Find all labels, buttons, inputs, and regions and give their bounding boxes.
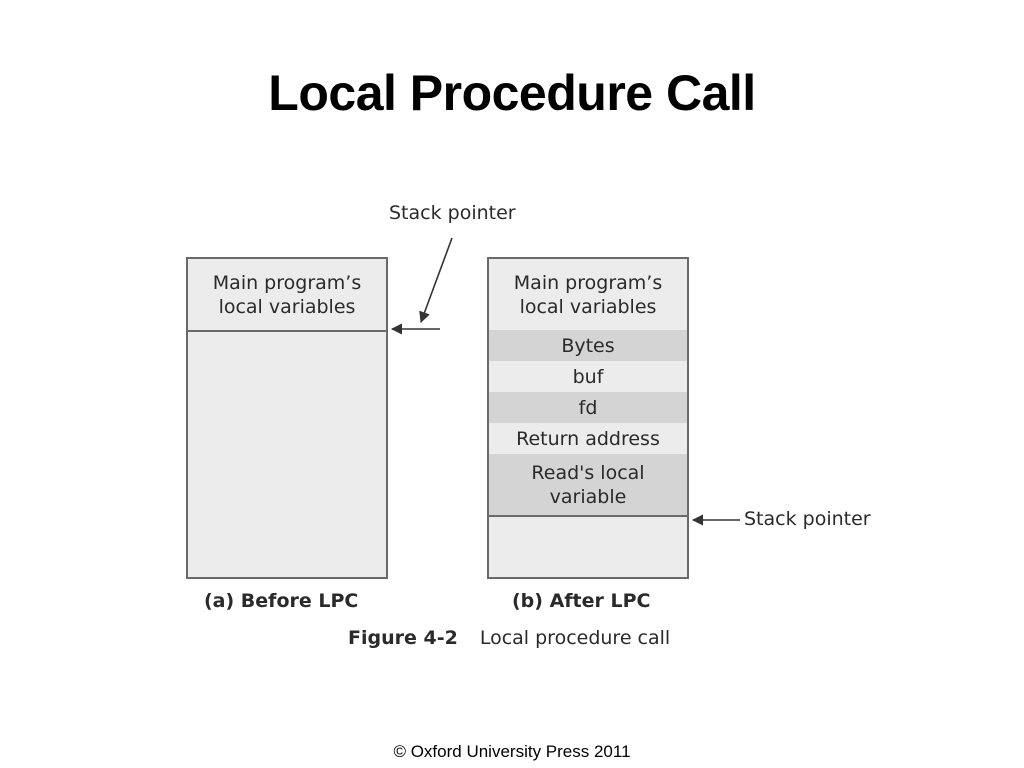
- figure-number: Figure 4-2: [348, 627, 458, 649]
- stack-cell-fd: fd: [489, 392, 687, 425]
- copyright-footer: © Oxford University Press 2011: [393, 742, 631, 761]
- caption-before-lpc: (a) Before LPC: [204, 590, 359, 612]
- stack-pointer-label-right: Stack pointer: [744, 508, 871, 530]
- figure-caption: Figure 4-2 Local procedure call: [348, 627, 670, 649]
- stack-cell-bytes: Bytes: [489, 330, 687, 363]
- stack-cell-main-locals: Main program’s local variables: [489, 259, 687, 332]
- slide-title: Local Procedure Call: [268, 65, 756, 121]
- stack-after-lpc: Main program’s local variables Bytes buf…: [487, 257, 689, 579]
- stack-cell-main-locals: Main program’s local variables: [188, 259, 386, 332]
- caption-after-lpc: (b) After LPC: [512, 590, 651, 612]
- figure-caption-text: Local procedure call: [479, 627, 671, 649]
- arrow-top-diagonal: [419, 237, 453, 324]
- stack-pointer-label-top: Stack pointer: [389, 202, 516, 224]
- stack-before-lpc: Main program’s local variables: [186, 257, 388, 579]
- stack-cell-read-locals: Read's local variable: [489, 454, 687, 517]
